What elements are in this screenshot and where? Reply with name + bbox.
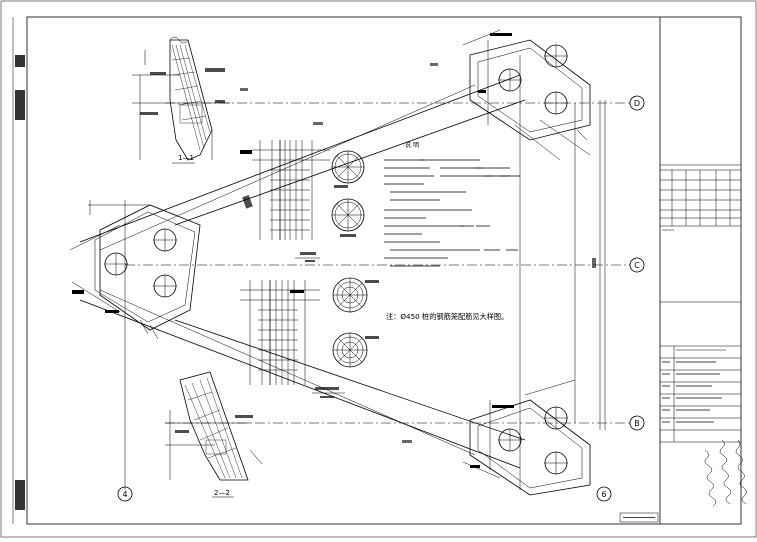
axis-bubble-b: B xyxy=(629,415,645,431)
pile-group-left xyxy=(69,200,201,340)
general-notes: 说 明 注：Ø450 桩的钢筋笼配筋见大样图。 xyxy=(384,141,520,321)
axis-4-label: 4 xyxy=(122,490,127,499)
note-pile-rebar: 注：Ø450 桩的钢筋笼配筋见大样图。 xyxy=(386,312,508,321)
axis-c-label: C xyxy=(634,261,640,270)
section-1-1-label: 1—1 xyxy=(178,154,194,162)
pile-group-bottom-right xyxy=(462,379,591,496)
section-2-2-detail: 2—2 xyxy=(165,371,263,498)
section-2-2-label: 2—2 xyxy=(214,489,230,497)
pile-cap-outline xyxy=(79,74,526,469)
axis-bubble-c: C xyxy=(629,257,645,273)
notes-text-lines xyxy=(384,159,520,267)
pile-section-1 xyxy=(331,150,365,188)
pile-section-4 xyxy=(332,332,379,368)
title-block xyxy=(619,17,747,524)
pile-section-3 xyxy=(332,277,379,313)
rebar-elevation-lower xyxy=(240,280,345,398)
axis-bubble-6: 6 xyxy=(596,486,612,502)
axis-6-label: 6 xyxy=(601,490,606,499)
axis-d-label: D xyxy=(634,99,640,108)
notes-heading: 说 明 xyxy=(405,141,419,149)
dimension-marks xyxy=(240,63,596,443)
pile-section-2 xyxy=(331,198,365,237)
pile-group-top-right xyxy=(462,29,591,161)
binding-strip xyxy=(12,17,25,524)
rebar-elevation-upper xyxy=(240,140,330,262)
inner-border xyxy=(26,16,742,525)
section-1-1-detail: 1—1 xyxy=(132,36,230,164)
axis-bubble-4: 4 xyxy=(117,486,133,502)
axis-b-label: B xyxy=(634,419,640,428)
axis-bubble-d: D xyxy=(629,95,645,111)
